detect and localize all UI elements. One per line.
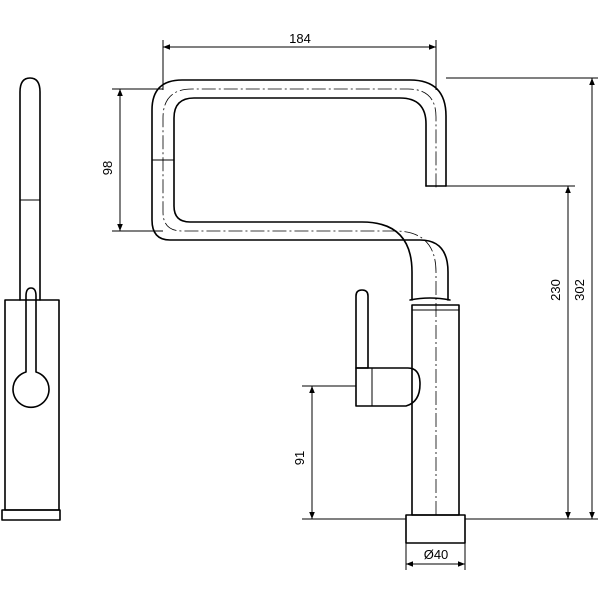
- dim-98-label: 98: [100, 161, 115, 175]
- dim-184-label: 184: [289, 31, 311, 46]
- faucet-body: [411, 304, 460, 516]
- side-view: [1, 77, 61, 521]
- spout-inner: [151, 79, 449, 301]
- dim-91-label: 91: [292, 451, 307, 465]
- spout-outer: [173, 97, 427, 301]
- dim-40-label: Ø40: [424, 547, 449, 562]
- spout-centerline: [162, 88, 437, 515]
- lever-hub: [355, 367, 421, 407]
- front-view: [151, 79, 466, 544]
- dim-230-label: 230: [548, 279, 563, 301]
- faucet-base: [405, 514, 466, 544]
- side-view-lever: [12, 287, 50, 409]
- side-view-spout: [19, 77, 41, 301]
- spout-neck: [409, 297, 451, 301]
- dimensions: 184 98 302 230 91 Ø40: [100, 31, 598, 570]
- side-view-base: [1, 509, 61, 521]
- side-view-body: [4, 299, 60, 511]
- lever-handle: [355, 289, 369, 369]
- dim-302-label: 302: [572, 279, 587, 301]
